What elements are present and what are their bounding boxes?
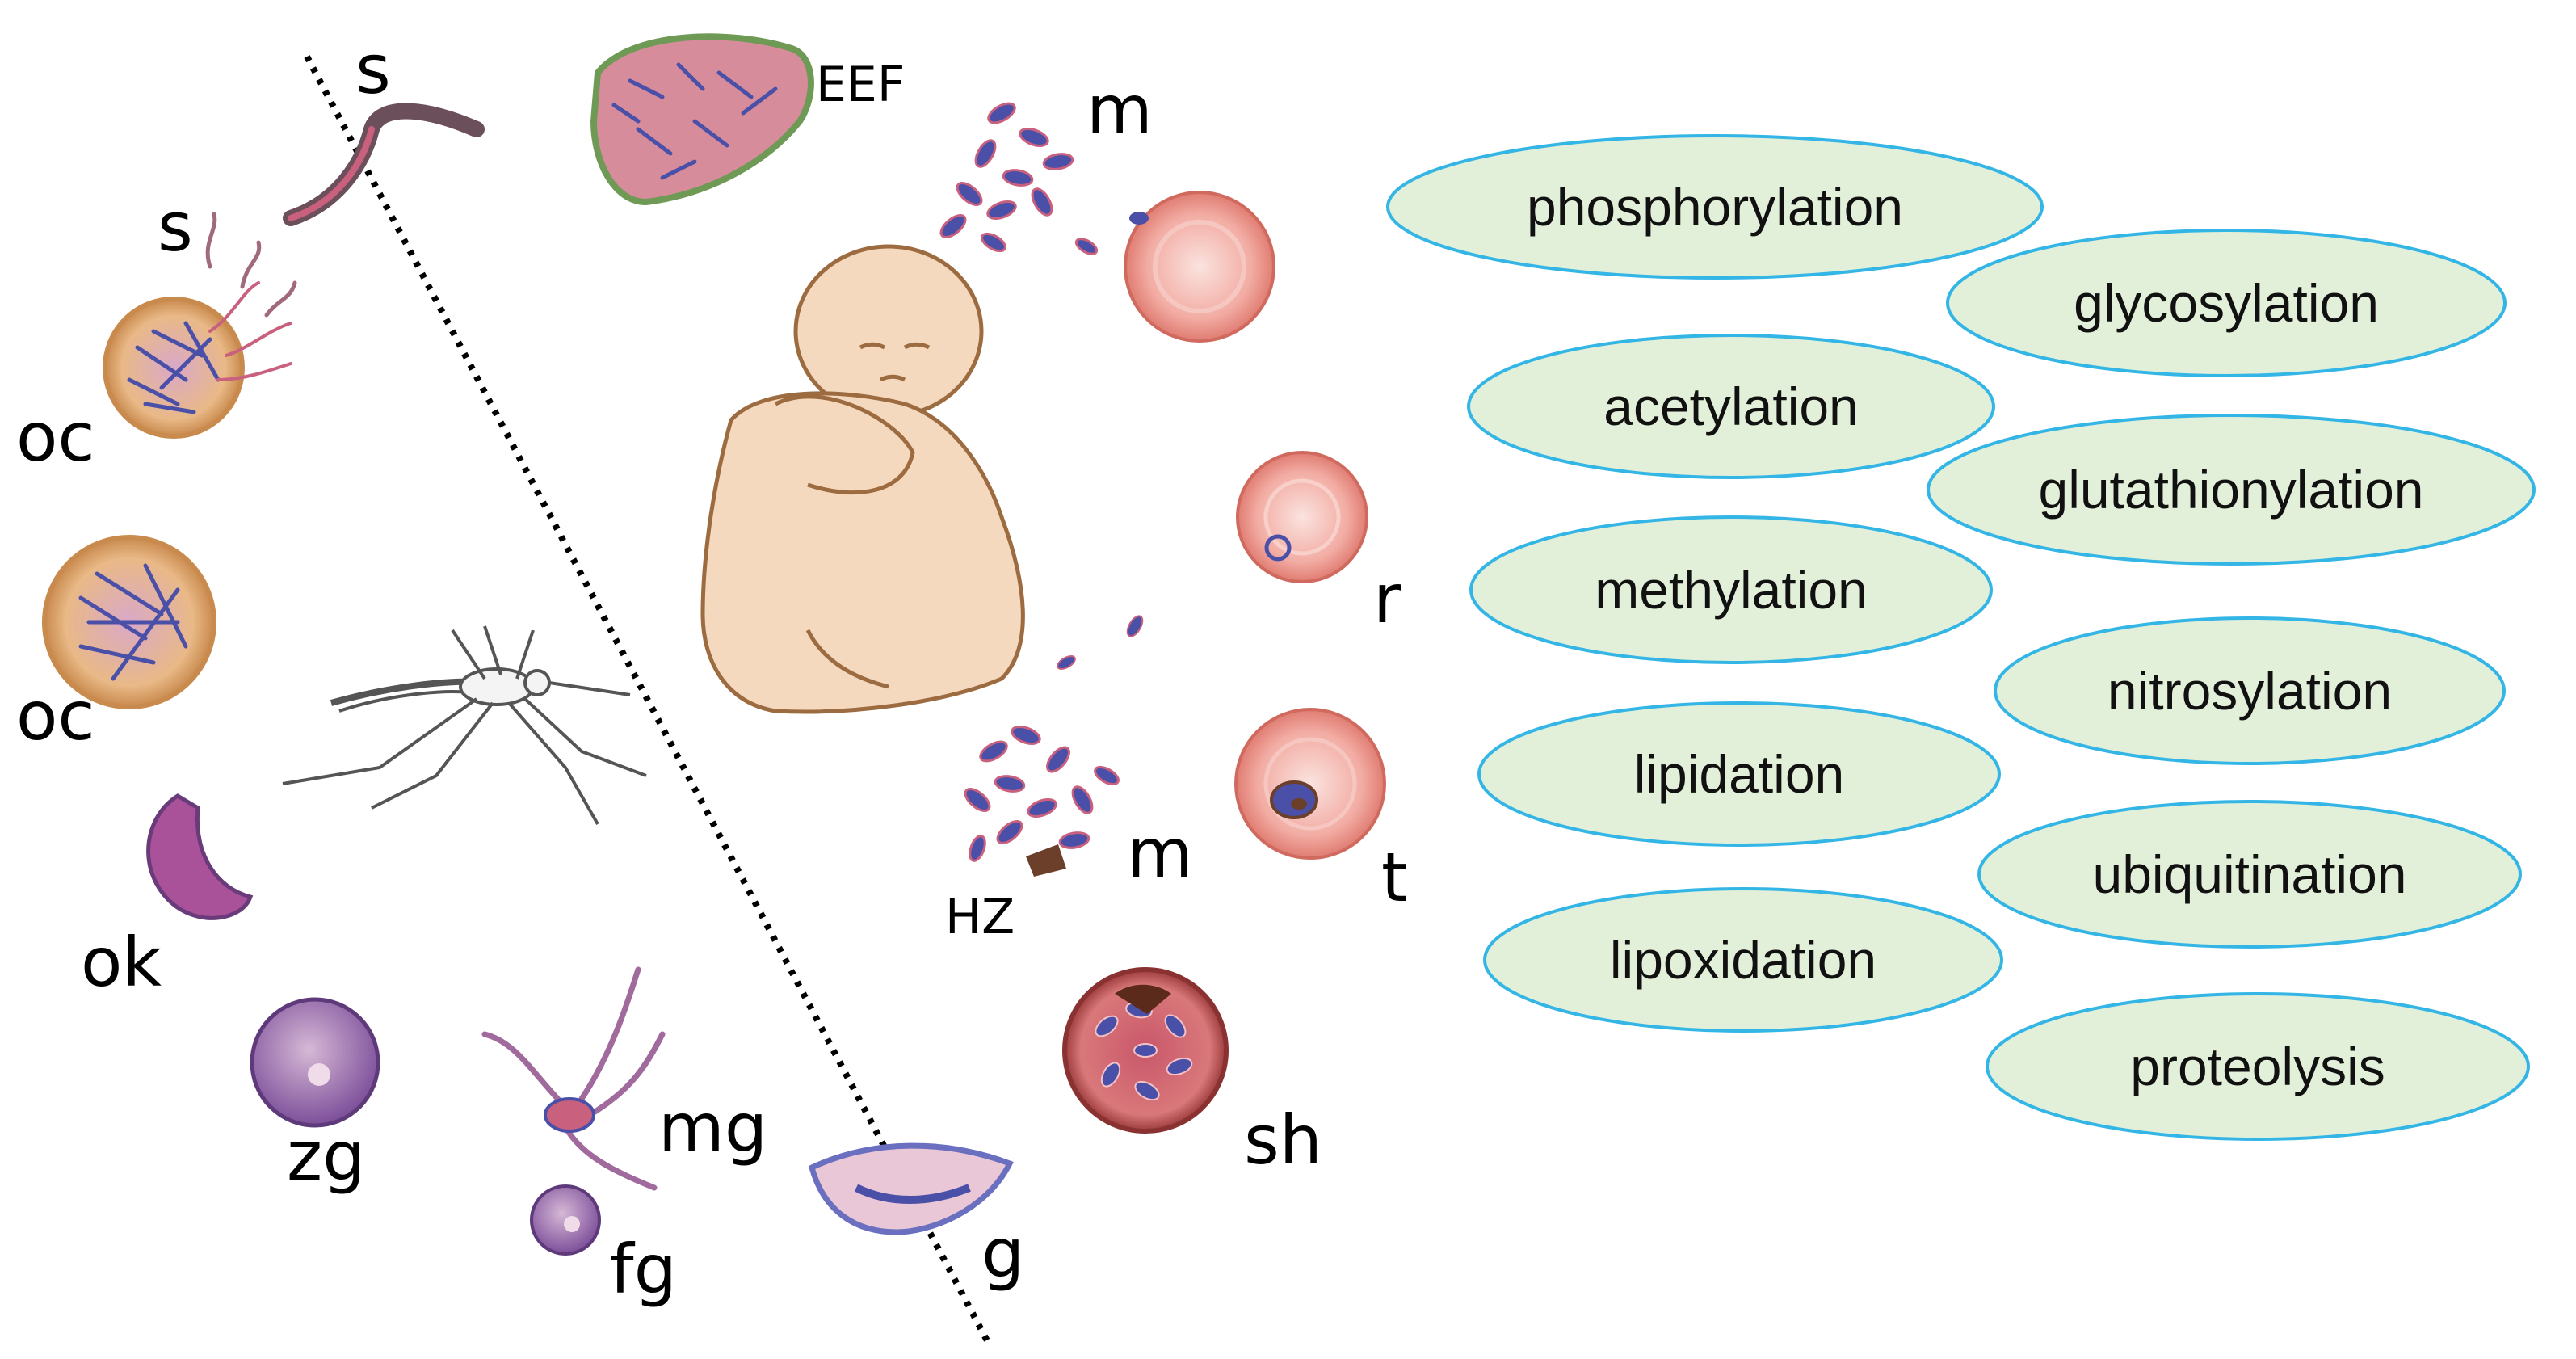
modification-pill: ubiquitination (1977, 800, 2522, 949)
rbc-invasion-icon (1124, 191, 1275, 343)
free-merozoites-icon (1057, 615, 1144, 670)
label-oc-top: oc (16, 398, 95, 477)
modification-label: acetylation (1603, 377, 1859, 436)
label-m-bottom: m (1127, 814, 1193, 893)
modification-pill: methylation (1469, 515, 1993, 664)
modification-pill: lipidation (1477, 701, 2001, 847)
modification-label: proteolysis (2130, 1037, 2385, 1096)
merozoites-top-icon (939, 102, 1099, 255)
mosquito-icon (282, 625, 647, 825)
modification-label: glutathionylation (2038, 460, 2423, 520)
ring-stage-rbc-icon (1236, 451, 1368, 583)
modification-pill: lipoxidation (1483, 887, 2003, 1033)
modification-label: lipoxidation (1610, 930, 1876, 990)
label-g: g (981, 1214, 1024, 1293)
label-oc-bottom: oc (16, 676, 95, 755)
modification-label: phosphorylation (1527, 177, 1903, 237)
female-gamete-icon (530, 1184, 601, 1256)
label-hz: HZ (945, 889, 1015, 945)
ookinete-icon (146, 793, 254, 920)
label-ok: ok (81, 923, 162, 1002)
label-mg: mg (658, 1088, 767, 1168)
modification-pill: proteolysis (1986, 992, 2530, 1141)
modification-pill: phosphorylation (1386, 134, 2044, 280)
modification-label: lipidation (1634, 744, 1845, 804)
liver-eef-icon (590, 33, 814, 206)
label-s-left: s (158, 187, 193, 267)
modification-pill: nitrosylation (1994, 616, 2506, 765)
oocyst-mature-icon (42, 535, 216, 709)
label-m-top: m (1086, 70, 1153, 149)
label-r: r (1373, 559, 1401, 638)
modification-label: glycosylation (2074, 273, 2379, 333)
schizont-rbc-icon (1062, 967, 1229, 1134)
merozoites-bottom-icon (964, 726, 1120, 862)
modification-pill: glycosylation (1946, 229, 2507, 377)
modification-label: nitrosylation (2107, 661, 2392, 721)
label-zg: zg (287, 1117, 365, 1196)
gametocyte-icon (808, 1142, 1014, 1235)
zygote-icon (250, 997, 380, 1128)
label-eef: EEF (816, 57, 905, 113)
child-figure-icon (700, 244, 1025, 714)
modification-pills: phosphorylation glycosylation acetylatio… (1386, 134, 2536, 1141)
sporozoites-small-icon (205, 212, 297, 318)
hemozoin-crystal-icon (1026, 844, 1066, 877)
modification-pill: acetylation (1467, 334, 1995, 479)
modification-label: ubiquitination (2093, 844, 2407, 904)
label-t: t (1381, 838, 1408, 917)
modification-pill: glutathionylation (1927, 414, 2536, 566)
label-s-top: s (355, 30, 391, 109)
host-divider-line (304, 55, 993, 1347)
oocyst-rupturing-icon (103, 281, 292, 439)
microgamete-icon (481, 966, 666, 1191)
trophozoite-rbc-icon (1234, 708, 1386, 860)
label-fg: fg (610, 1230, 677, 1309)
label-sh: sh (1244, 1100, 1322, 1180)
modification-label: methylation (1595, 560, 1868, 620)
